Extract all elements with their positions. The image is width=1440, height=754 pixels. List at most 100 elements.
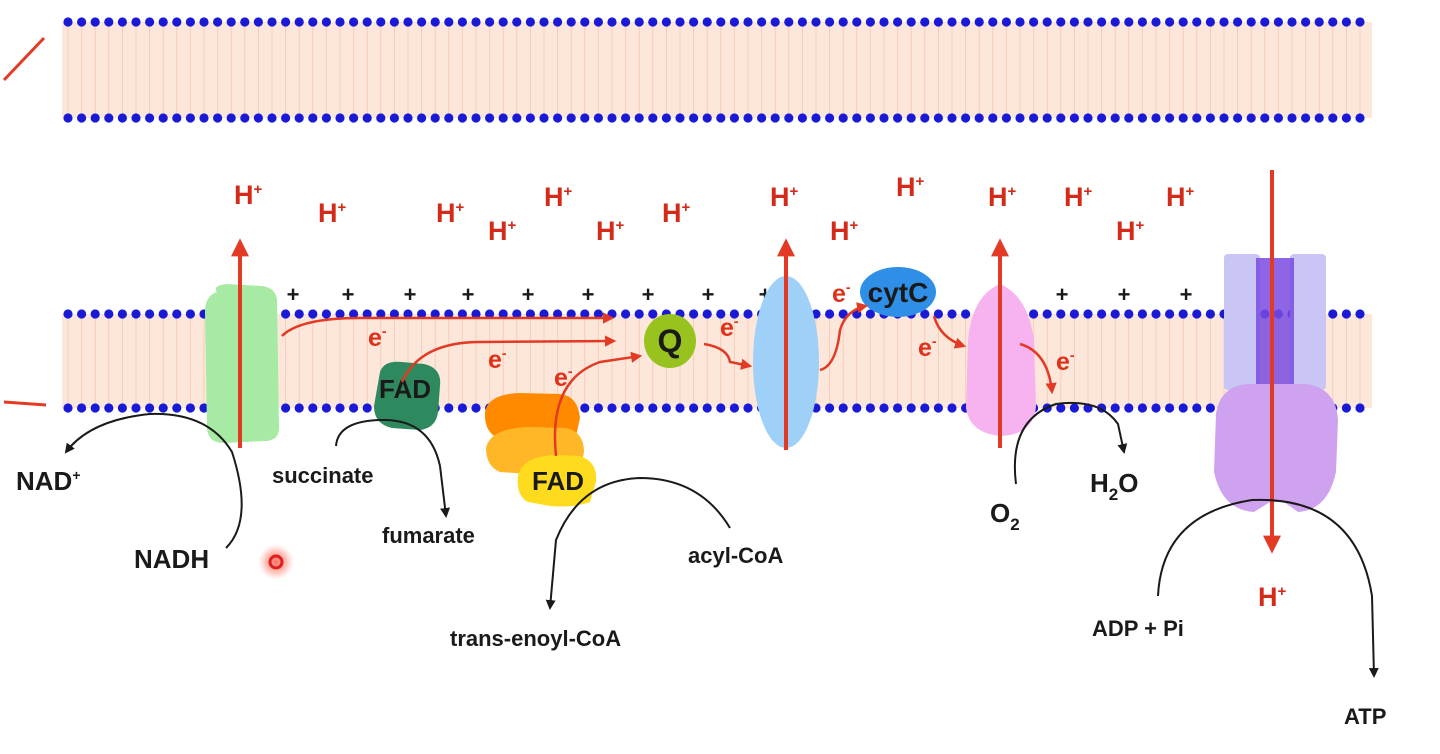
- lipid-head: [634, 309, 644, 319]
- lipid-head: [1178, 403, 1188, 413]
- lipid-head: [512, 113, 522, 123]
- proton-label: H+: [544, 182, 573, 212]
- lipid-head: [131, 113, 141, 123]
- lipid-head: [172, 309, 182, 319]
- cytochrome-c: cytC: [860, 267, 936, 317]
- lipid-head: [281, 113, 291, 123]
- lipid-head: [172, 403, 182, 413]
- lipid-head: [648, 17, 658, 27]
- lipid-head: [539, 309, 549, 319]
- lipid-head: [199, 403, 209, 413]
- electron-label: e-: [720, 313, 739, 342]
- lipid-head: [362, 309, 372, 319]
- lipid-head: [512, 309, 522, 319]
- lipid-head: [335, 113, 345, 123]
- electron-arrow-q-to-c3: [703, 342, 753, 370]
- lipid-head: [770, 113, 780, 123]
- lipid-head: [893, 403, 903, 413]
- lipid-head: [1301, 113, 1311, 123]
- lipid-head: [743, 17, 753, 27]
- lipid-head: [974, 17, 984, 27]
- lipid-head: [648, 113, 658, 123]
- lipid-head: [675, 113, 685, 123]
- lipid-head: [1233, 17, 1243, 27]
- lipid-head: [1192, 309, 1202, 319]
- lipid-head: [199, 17, 209, 27]
- proton-label-matrix: H+: [1258, 582, 1287, 612]
- lipid-head: [1314, 17, 1324, 27]
- lipid-head: [349, 309, 359, 319]
- lipid-head: [1205, 309, 1215, 319]
- lipid-head: [185, 403, 195, 413]
- lipid-head: [1110, 17, 1120, 27]
- lipid-head: [457, 113, 467, 123]
- charge-plus: +: [1056, 282, 1069, 307]
- lipid-head: [525, 17, 536, 27]
- left-edge-mark-bottom: [3, 400, 47, 407]
- proton-label: H+: [488, 216, 517, 246]
- lipid-head: [158, 403, 168, 413]
- proton-label: H+: [436, 198, 465, 228]
- lipid-head: [702, 309, 712, 319]
- fad-label-complex2: FAD: [379, 374, 431, 404]
- trans-enoyl-coa-label: trans-enoyl-CoA: [450, 626, 621, 651]
- oxygen-to-water-arrow: [1013, 401, 1128, 485]
- lipid-head: [403, 113, 413, 123]
- lipid-head: [593, 113, 604, 123]
- electron-arrow-cytc-to-c4: [932, 315, 967, 349]
- lipid-head: [77, 403, 87, 413]
- lipid-head: [376, 113, 386, 123]
- lipid-head: [308, 113, 318, 123]
- lipid-head: [321, 113, 331, 123]
- lipid-head: [471, 17, 481, 27]
- lipid-head: [906, 17, 916, 27]
- lipid-head: [1219, 17, 1229, 27]
- lipid-head: [321, 403, 331, 413]
- lipid-head: [893, 17, 903, 27]
- lipid-head: [825, 403, 835, 413]
- cytochrome-c-label: cytC: [868, 277, 929, 308]
- lipid-head: [566, 113, 576, 123]
- lipid-head: [131, 309, 141, 319]
- electron-label: e-: [554, 363, 573, 392]
- lipid-head: [498, 309, 508, 319]
- lipid-head: [648, 403, 658, 413]
- lipid-head: [63, 113, 73, 123]
- lipid-head: [716, 113, 726, 123]
- lipid-head: [485, 17, 495, 27]
- lipid-head: [131, 17, 141, 27]
- electron-arrow-c4-to-oxygen: [1019, 342, 1057, 395]
- nadh-label: NADH: [134, 544, 209, 574]
- lipid-head: [199, 113, 209, 123]
- lipid-head: [1178, 113, 1188, 123]
- lipid-head: [1246, 17, 1256, 27]
- lipid-head: [1042, 309, 1052, 319]
- atp-synthase-head: [1214, 384, 1338, 512]
- lipid-head: [104, 309, 114, 319]
- lipid-head: [335, 309, 345, 319]
- lipid-head: [879, 403, 889, 413]
- inner-membrane: [62, 309, 1372, 413]
- lipid-head: [444, 403, 454, 413]
- lipid-head: [729, 403, 740, 413]
- atp-synthase-channel: [1256, 258, 1294, 390]
- charge-plus: +: [702, 282, 715, 307]
- proton-label: H+: [318, 198, 347, 228]
- lipid-head: [1273, 17, 1283, 27]
- lipid-head: [1355, 17, 1365, 27]
- lipid-head: [253, 17, 263, 27]
- lipid-head: [1083, 113, 1093, 123]
- lipid-head: [757, 113, 767, 123]
- ubiquinone-label: Q: [658, 323, 683, 359]
- lipid-head: [430, 113, 440, 123]
- lipid-head: [172, 113, 182, 123]
- lipid-head: [321, 309, 331, 319]
- fad-label-etf: FAD: [532, 466, 584, 496]
- lipid-head: [104, 17, 114, 27]
- lipid-head: [145, 403, 155, 413]
- lipid-head: [1341, 113, 1351, 123]
- lipid-head: [158, 17, 168, 27]
- lipid-head: [308, 309, 318, 319]
- lipid-head: [430, 309, 440, 319]
